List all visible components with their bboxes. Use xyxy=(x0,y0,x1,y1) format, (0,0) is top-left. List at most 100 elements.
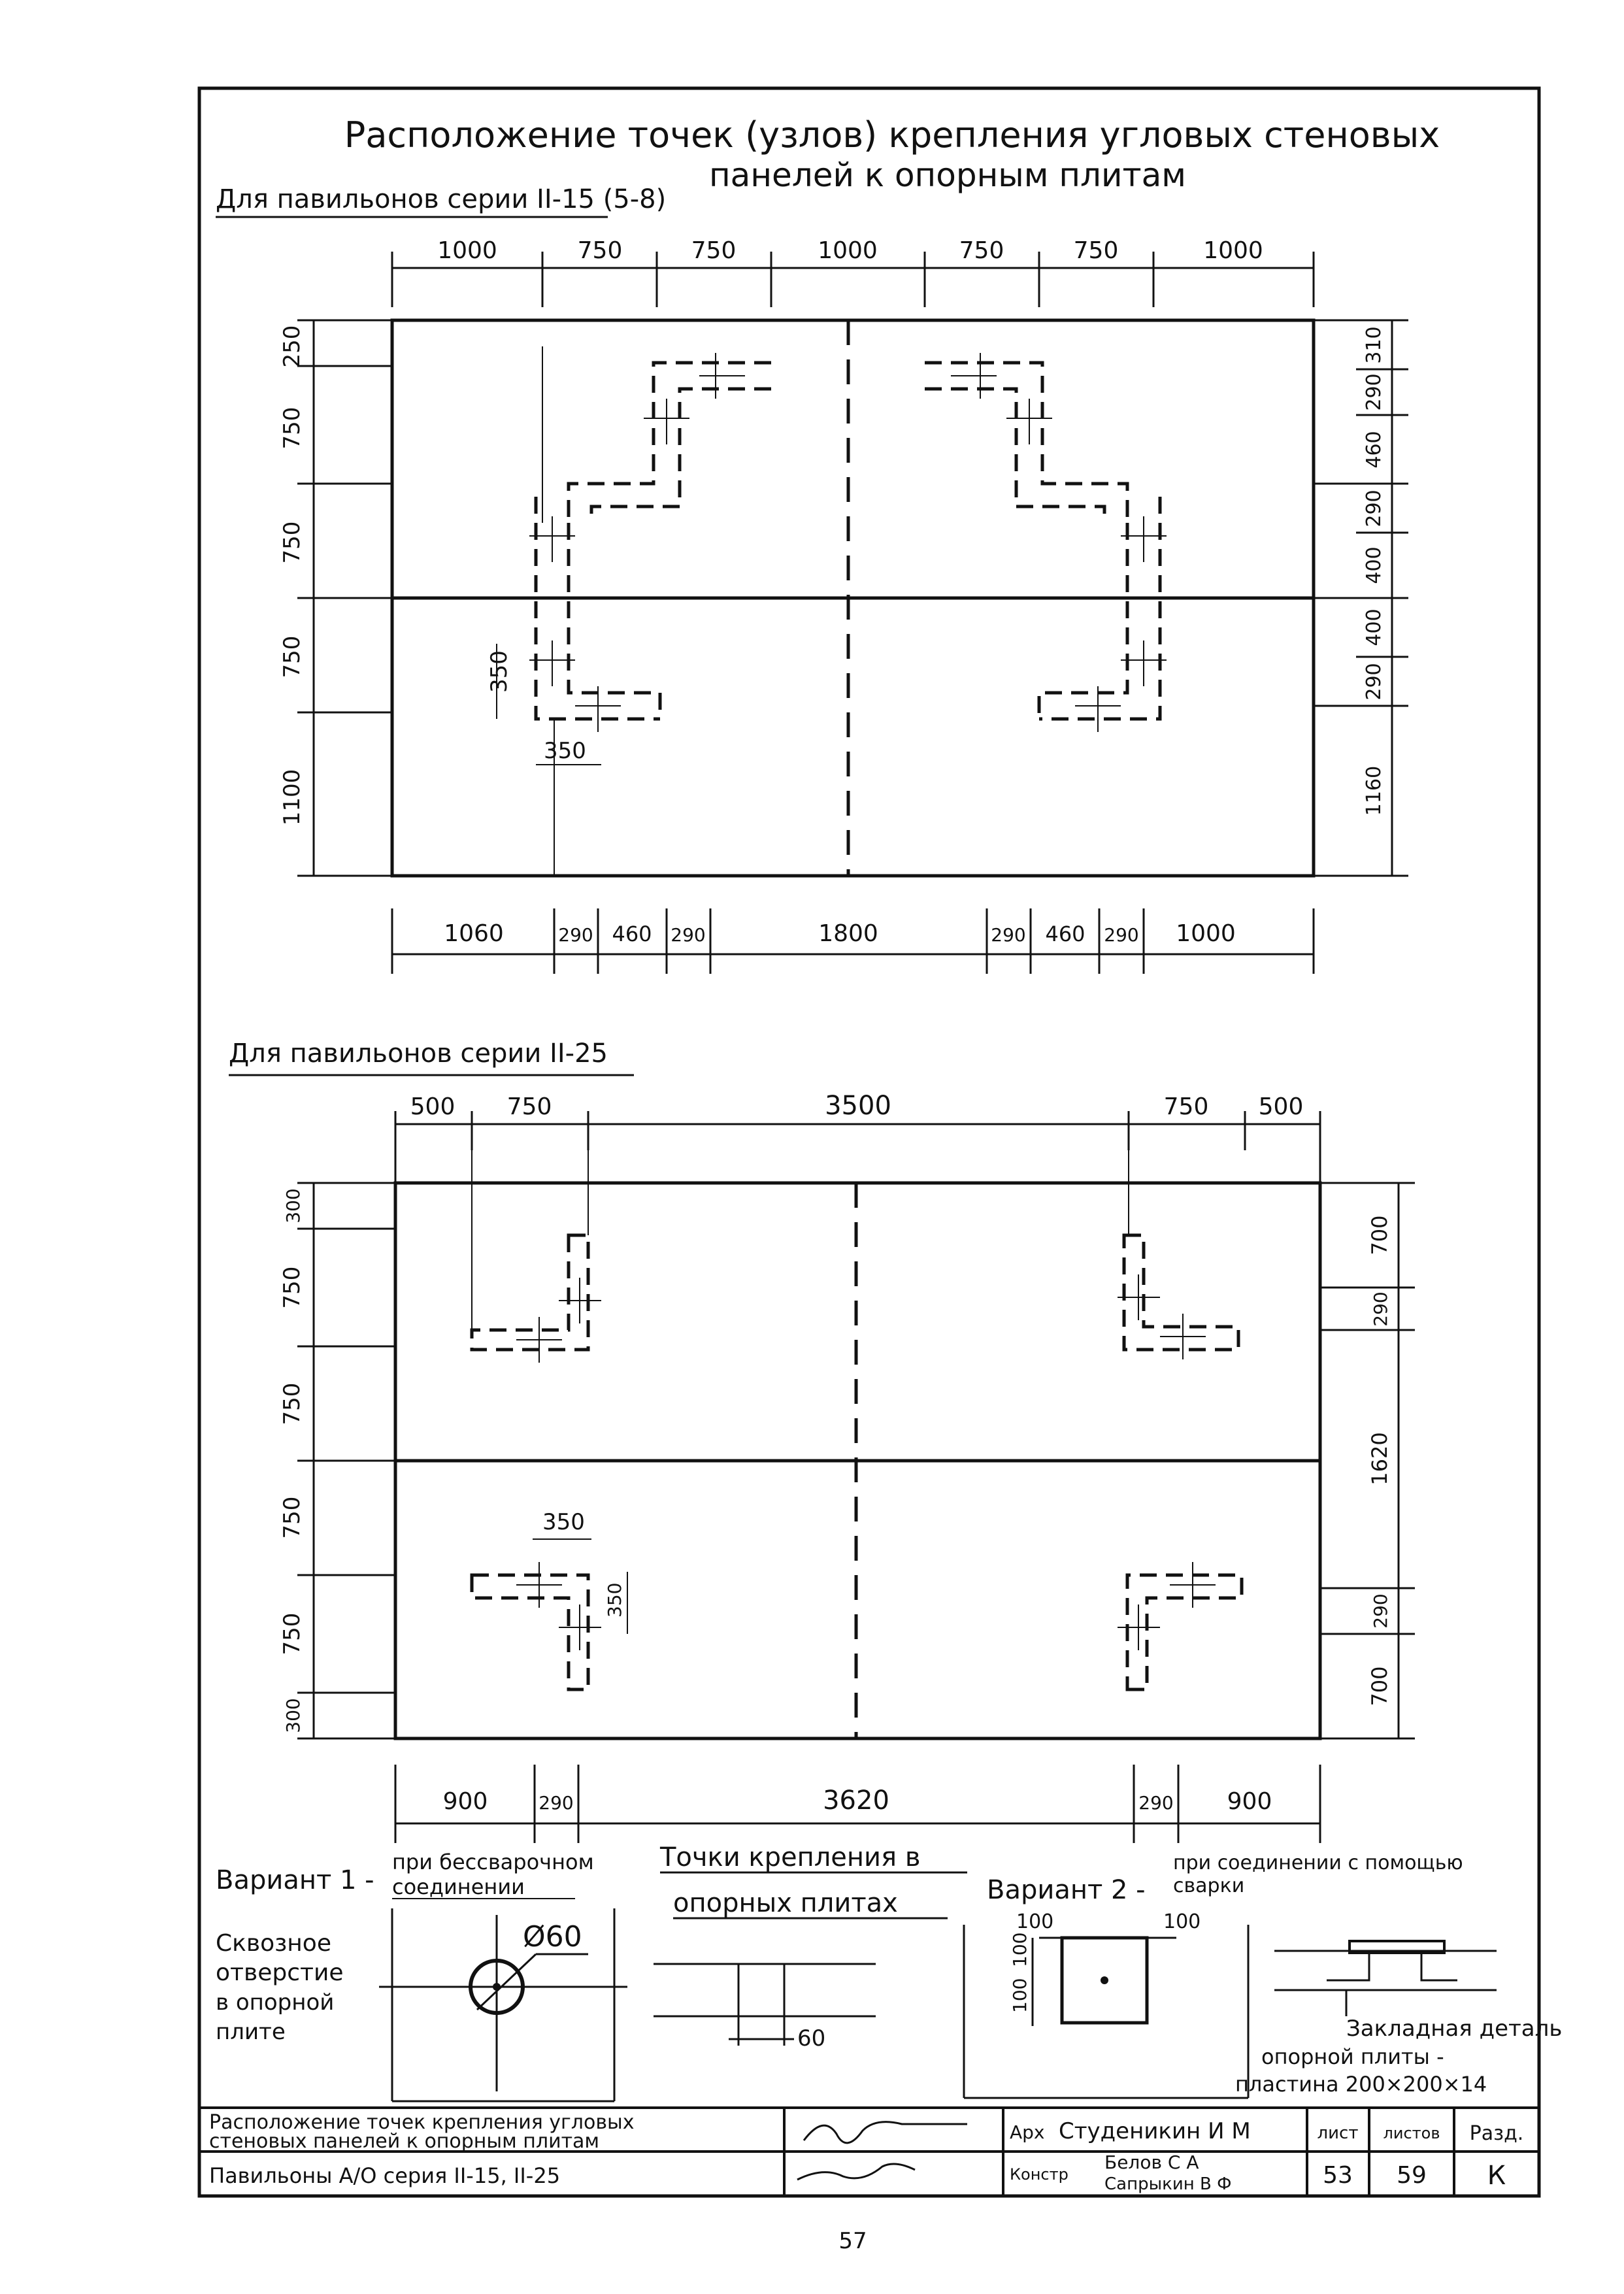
title-block-name: стеновых панелей к опорным плитам xyxy=(209,2130,599,2153)
plan2-top-dim: 750 xyxy=(1164,1093,1209,1120)
section-number: К xyxy=(1487,2161,1506,2191)
plan1-top-dim: 1000 xyxy=(1203,237,1263,264)
embed-note: пластина 200×200×14 xyxy=(1235,2072,1487,2097)
plan1-bottom-dim: 460 xyxy=(1045,922,1085,946)
sheets-label: листов xyxy=(1384,2124,1440,2142)
plan2-left-dim: 750 xyxy=(279,1267,305,1309)
plan2-top-dim: 500 xyxy=(410,1093,456,1120)
plan1-right-ticks xyxy=(1314,319,1408,877)
page-title-line2: панелей к опорным плитам xyxy=(709,156,1186,194)
series2-heading: Для павильонов серии II-25 xyxy=(229,1039,608,1069)
plan1-right-dim: 400 xyxy=(1363,546,1385,584)
plan2-top-dim: 3500 xyxy=(825,1091,891,1121)
plan1-right-panel xyxy=(925,361,1162,721)
plan1-inner-dim: 350 xyxy=(544,738,586,764)
plan2-left-dim: 750 xyxy=(279,1497,305,1539)
variant2-desc: при соединении с помощью xyxy=(1173,1852,1463,1874)
title-block-name: Расположение точек крепления угловых xyxy=(209,2111,634,2134)
plan1-bottom-ticks xyxy=(391,908,1315,974)
weld-point-dot xyxy=(1101,1976,1108,1984)
hole-leader xyxy=(476,1953,537,2011)
konstr-label: Констр xyxy=(1010,2165,1069,2184)
plan1-right-dim: 290 xyxy=(1363,663,1385,700)
plan1-bottom-dim: 290 xyxy=(1104,924,1138,946)
plan2-marks xyxy=(516,1274,1216,1650)
plan1-right-dim: 460 xyxy=(1363,431,1385,468)
plan1-right-marks xyxy=(951,353,1167,732)
plan1-bottom-dim: 1800 xyxy=(818,920,878,947)
plan2-right-dim: 700 xyxy=(1367,1215,1392,1255)
center-section xyxy=(654,1963,876,2046)
variant1-label: Вариант 1 - xyxy=(216,1865,374,1895)
plate-dim: 100 xyxy=(1009,1933,1031,1967)
plan1-top-dim: 750 xyxy=(1074,237,1119,264)
plan1-bottom-dim: 1000 xyxy=(1176,920,1236,947)
plan1-top-dim: 1000 xyxy=(437,237,497,264)
plan1-bottom-dim: 460 xyxy=(612,922,652,946)
arch-label: Арх xyxy=(1010,2121,1045,2143)
plan2-bottom-ticks xyxy=(394,1765,1321,1843)
plan1-left-panel xyxy=(534,361,771,721)
plan1-left-dim: 750 xyxy=(279,522,305,564)
center-title: опорных плитах xyxy=(673,1888,898,1918)
variant1-desc: при бессварочном xyxy=(392,1850,594,1874)
details-section: Вариант 1 - при бессварочном соединении … xyxy=(216,1842,1562,2103)
plan1-bottom-dim: 1060 xyxy=(444,920,504,947)
plate-dim: 100 xyxy=(1009,1978,1031,2013)
sheet-number: 53 xyxy=(1323,2162,1353,2189)
plan1-left-marks xyxy=(529,353,745,732)
series1-heading: Для павильонов серии II-15 (5-8) xyxy=(216,184,666,214)
hole-note: отверстие xyxy=(216,1959,344,1986)
plan2-right-dim: 290 xyxy=(1370,1593,1391,1628)
plan2-bottom-dim: 3620 xyxy=(823,1786,889,1816)
plan2-bottom-dim: 900 xyxy=(443,1788,488,1815)
embed-note: опорной плиты - xyxy=(1261,2044,1444,2069)
plan1-left-dim: 1100 xyxy=(279,769,305,826)
page-number: 57 xyxy=(838,2228,867,2254)
sheet-label: лист xyxy=(1317,2123,1359,2143)
variant1-plate xyxy=(379,1908,627,2103)
plan1-bottom-dim: 290 xyxy=(991,924,1025,946)
plan1-right-dim: 310 xyxy=(1363,326,1385,363)
plan1-top-dim-ticks xyxy=(391,252,1315,307)
hole-icon xyxy=(469,1959,525,2015)
plan2-right-dim: 1620 xyxy=(1367,1432,1392,1485)
plan1-top-dim: 750 xyxy=(578,237,623,264)
plan1-left-ticks xyxy=(297,319,392,877)
plan2-right-dim: 290 xyxy=(1370,1291,1391,1326)
variant1-desc: соединении xyxy=(392,1874,525,1899)
plan2-right-ticks xyxy=(1320,1182,1415,1740)
konstr-name: Белов С А xyxy=(1104,2152,1199,2173)
plan2-left-dim: 300 xyxy=(282,1698,304,1733)
hole-note: плите xyxy=(216,2019,286,2045)
center-title: Точки крепления в xyxy=(659,1842,920,1872)
arch-name: Студеникин И М xyxy=(1059,2118,1251,2144)
konstr-name: Сапрыкин В Ф xyxy=(1104,2174,1231,2194)
plan2-top-ticks xyxy=(394,1111,1321,1183)
plan2-inner-dim: 350 xyxy=(604,1583,625,1618)
embed-detail xyxy=(1274,1940,1497,2016)
plan2-bottom-dim: 900 xyxy=(1227,1788,1272,1815)
plan1-right-dim: 1160 xyxy=(1363,766,1385,816)
variant2-label: Вариант 2 - xyxy=(987,1875,1146,1905)
title-block-object: Павильоны А/О серия II-15, II-25 xyxy=(209,2163,560,2188)
hole-note: в опорной xyxy=(216,1989,334,2016)
plan2-left-ticks xyxy=(297,1182,395,1740)
plan1-right-dim: 290 xyxy=(1363,490,1385,527)
plan1-right-dim: 290 xyxy=(1363,373,1385,410)
plan2-bottom-dim: 290 xyxy=(539,1792,573,1814)
plan1-inner-dim: 350 xyxy=(486,650,512,693)
signature-icon xyxy=(803,2121,967,2144)
plan1-left-dim: 250 xyxy=(279,325,305,368)
plan1-right-dim: 400 xyxy=(1363,608,1385,646)
plan1-top-dim: 750 xyxy=(959,237,1004,264)
plan2-inner-dim: 350 xyxy=(542,1509,585,1535)
plan-series-ii25: 500 750 3500 750 500 350 350 xyxy=(279,1091,1415,1843)
sheets-number: 59 xyxy=(1397,2162,1427,2189)
plan1-top-dim: 750 xyxy=(691,237,737,264)
section-label: Разд. xyxy=(1470,2122,1524,2145)
hole-diameter: Ø60 xyxy=(523,1920,582,1953)
plan1-left-dim: 750 xyxy=(279,407,305,450)
plan-series-ii15: 1000 750 750 1000 750 750 1000 xyxy=(279,237,1408,974)
